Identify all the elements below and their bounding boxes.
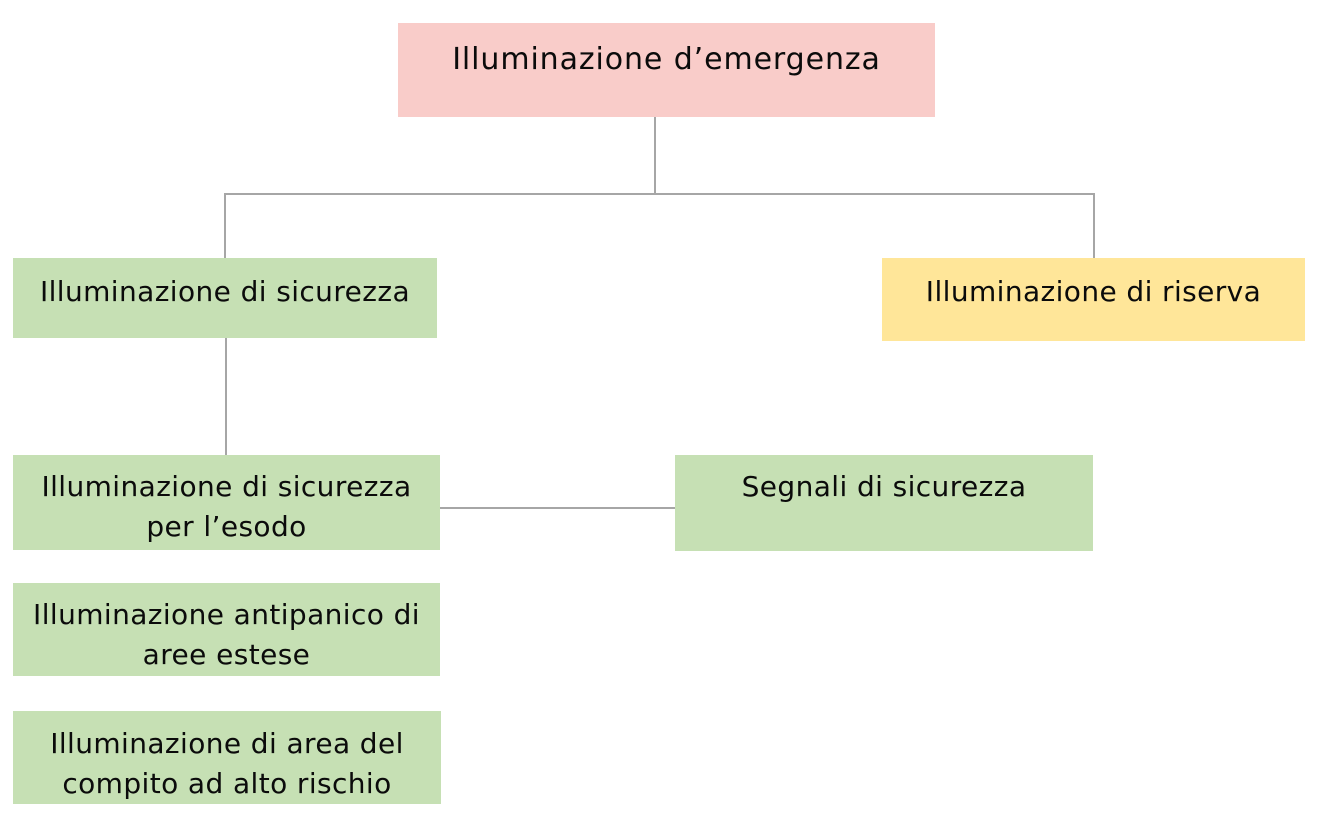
connector-esodo-segnali [440,507,675,509]
node-illuminazione-sicurezza-esodo: Illuminazione di sicurezza per l’esodo [13,455,440,550]
node-illuminazione-emergenza: Illuminazione d’emergenza [398,23,935,117]
connector-top-horizontal [224,193,1095,195]
node-illuminazione-antipanico: Illuminazione antipanico di aree estese [13,583,440,676]
node-segnali-di-sicurezza: Segnali di sicurezza [675,455,1093,551]
connector-sicurezza-esodo [225,338,227,455]
node-illuminazione-di-sicurezza: Illuminazione di sicurezza [13,258,437,338]
connector-right-drop [1093,193,1095,258]
connector-root-stem [654,117,656,194]
node-illuminazione-area-compito-alto-rischio: Illuminazione di area del compito ad alt… [13,711,441,804]
node-illuminazione-di-riserva: Illuminazione di riserva [882,258,1305,341]
connector-left-drop [224,193,226,258]
